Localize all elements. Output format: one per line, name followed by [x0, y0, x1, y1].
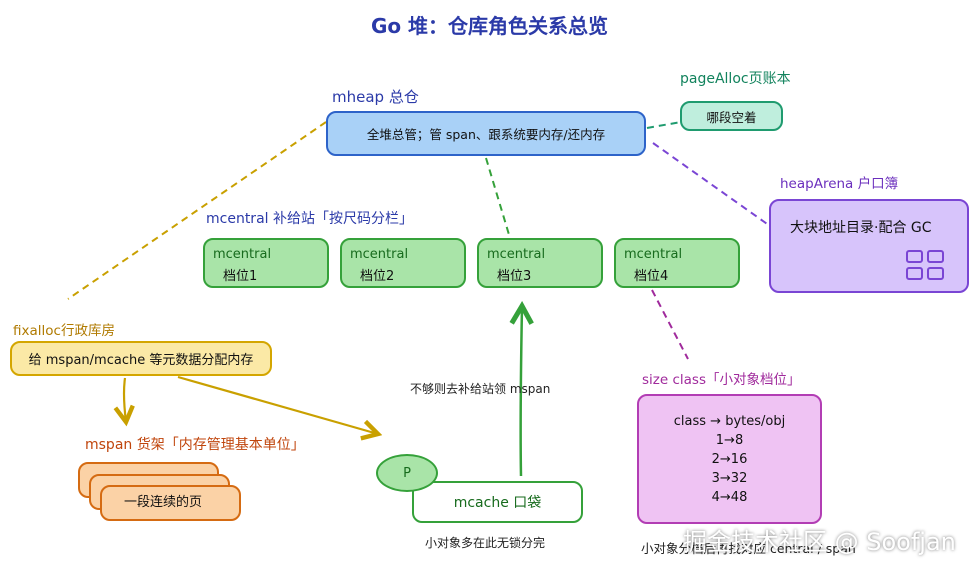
- sizeclass-row: 3→32: [711, 471, 748, 486]
- fixalloc-to-mspan-arrow: [124, 377, 126, 422]
- mcentral-name: mcentral: [487, 247, 546, 262]
- sizeclass-note: 小对象分档后再找对应 central / span: [641, 541, 856, 556]
- heaparena-box: [769, 199, 969, 293]
- mspan-label: mspan 货架「内存管理基本单位」: [85, 437, 305, 453]
- mcentral-slot: 档位3: [497, 269, 532, 284]
- sizeclass-row: 1→8: [715, 433, 744, 448]
- sizeclass-header: class → bytes/obj: [673, 414, 786, 429]
- mcentral-slot: 档位1: [223, 269, 258, 284]
- page-title: Go 堆：仓库角色关系总览: [370, 14, 609, 38]
- mheap-heaparena-link: [652, 142, 771, 227]
- p-processor-badge: P: [376, 454, 438, 492]
- heaparena-label: heapArena 户口簿: [780, 176, 899, 192]
- mcache-to-mcentral-arrow: [521, 306, 522, 477]
- heaparena-desc: 大块地址目录·配合 GC: [790, 220, 932, 236]
- sizeclass-label: size class「小对象档位」: [642, 372, 801, 388]
- sizeclass-box: [637, 394, 822, 524]
- sizeclass-row: 4→48: [711, 490, 748, 505]
- mcentral-box-4: mcentral 档位4: [614, 238, 740, 288]
- mheap-pagealloc-link: [646, 121, 682, 129]
- mcentral-slot: 档位2: [360, 269, 395, 284]
- mcentral-box-3: mcentral 档位3: [477, 238, 603, 288]
- mcache-box: mcache 口袋: [412, 481, 583, 523]
- mheap-box: 全堆总管；管 span、跟系统要内存/还内存: [326, 111, 646, 156]
- mspan-stack-front: [100, 485, 241, 521]
- pagealloc-label: pageAlloc页账本: [680, 71, 791, 87]
- mspan-desc: 一段连续的页: [124, 495, 203, 510]
- mheap-label: mheap 总仓: [332, 88, 419, 106]
- mcentral-name: mcentral: [350, 247, 409, 262]
- mheap-fixalloc-link: [67, 121, 327, 300]
- mcentral-box-2: mcentral 档位2: [340, 238, 466, 288]
- sizeclass-row: 2→16: [711, 452, 748, 467]
- mcentral-name: mcentral: [624, 247, 683, 262]
- mcache-note: 小对象多在此无锁分完: [425, 536, 546, 550]
- mcentral-box-1: mcentral 档位1: [203, 238, 329, 288]
- mcentral-sizeclass-link: [651, 289, 689, 360]
- mheap-mcentral-link: [485, 157, 511, 239]
- fixalloc-box: 给 mspan/mcache 等元数据分配内存: [10, 341, 272, 376]
- fixalloc-to-mcache-arrow: [177, 375, 378, 434]
- fixalloc-label: fixalloc行政库房: [13, 323, 115, 339]
- mcentral-slot: 档位4: [634, 269, 669, 284]
- watermark: 掘金技术社区 @ Soofjan: [683, 528, 956, 556]
- mcache-refill-note: 不够则去补给站领 mspan: [410, 382, 551, 396]
- mcentral-name: mcentral: [213, 247, 272, 262]
- mcentral-label: mcentral 补给站「按尺码分栏」: [206, 211, 413, 227]
- pagealloc-box: 哪段空着: [680, 101, 783, 131]
- grid-icon: [906, 250, 948, 284]
